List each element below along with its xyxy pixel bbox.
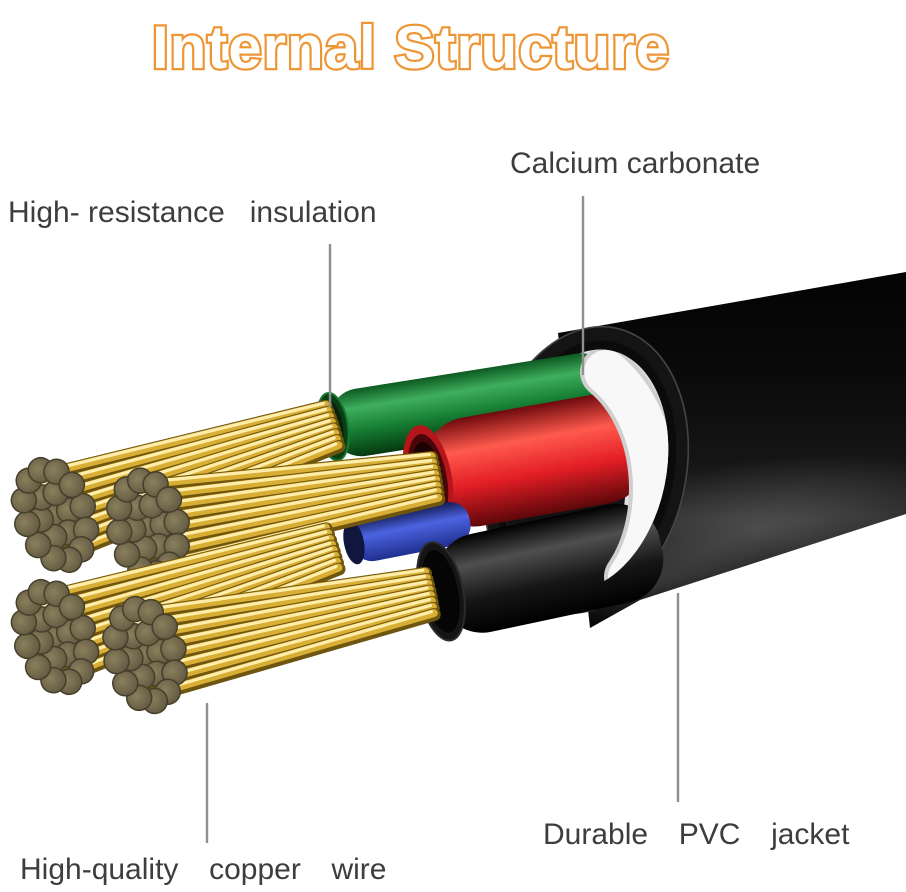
label-pvc-jacket: Durable PVC jacket	[543, 818, 850, 851]
label-insulation: High- resistance insulation	[8, 196, 377, 229]
label-calcium-carbonate: Calcium carbonate	[510, 147, 760, 180]
insulation-black	[416, 503, 664, 642]
label-copper-wire: High-quality copper wire	[20, 853, 386, 886]
figure-title: Internal Structure	[152, 14, 670, 81]
